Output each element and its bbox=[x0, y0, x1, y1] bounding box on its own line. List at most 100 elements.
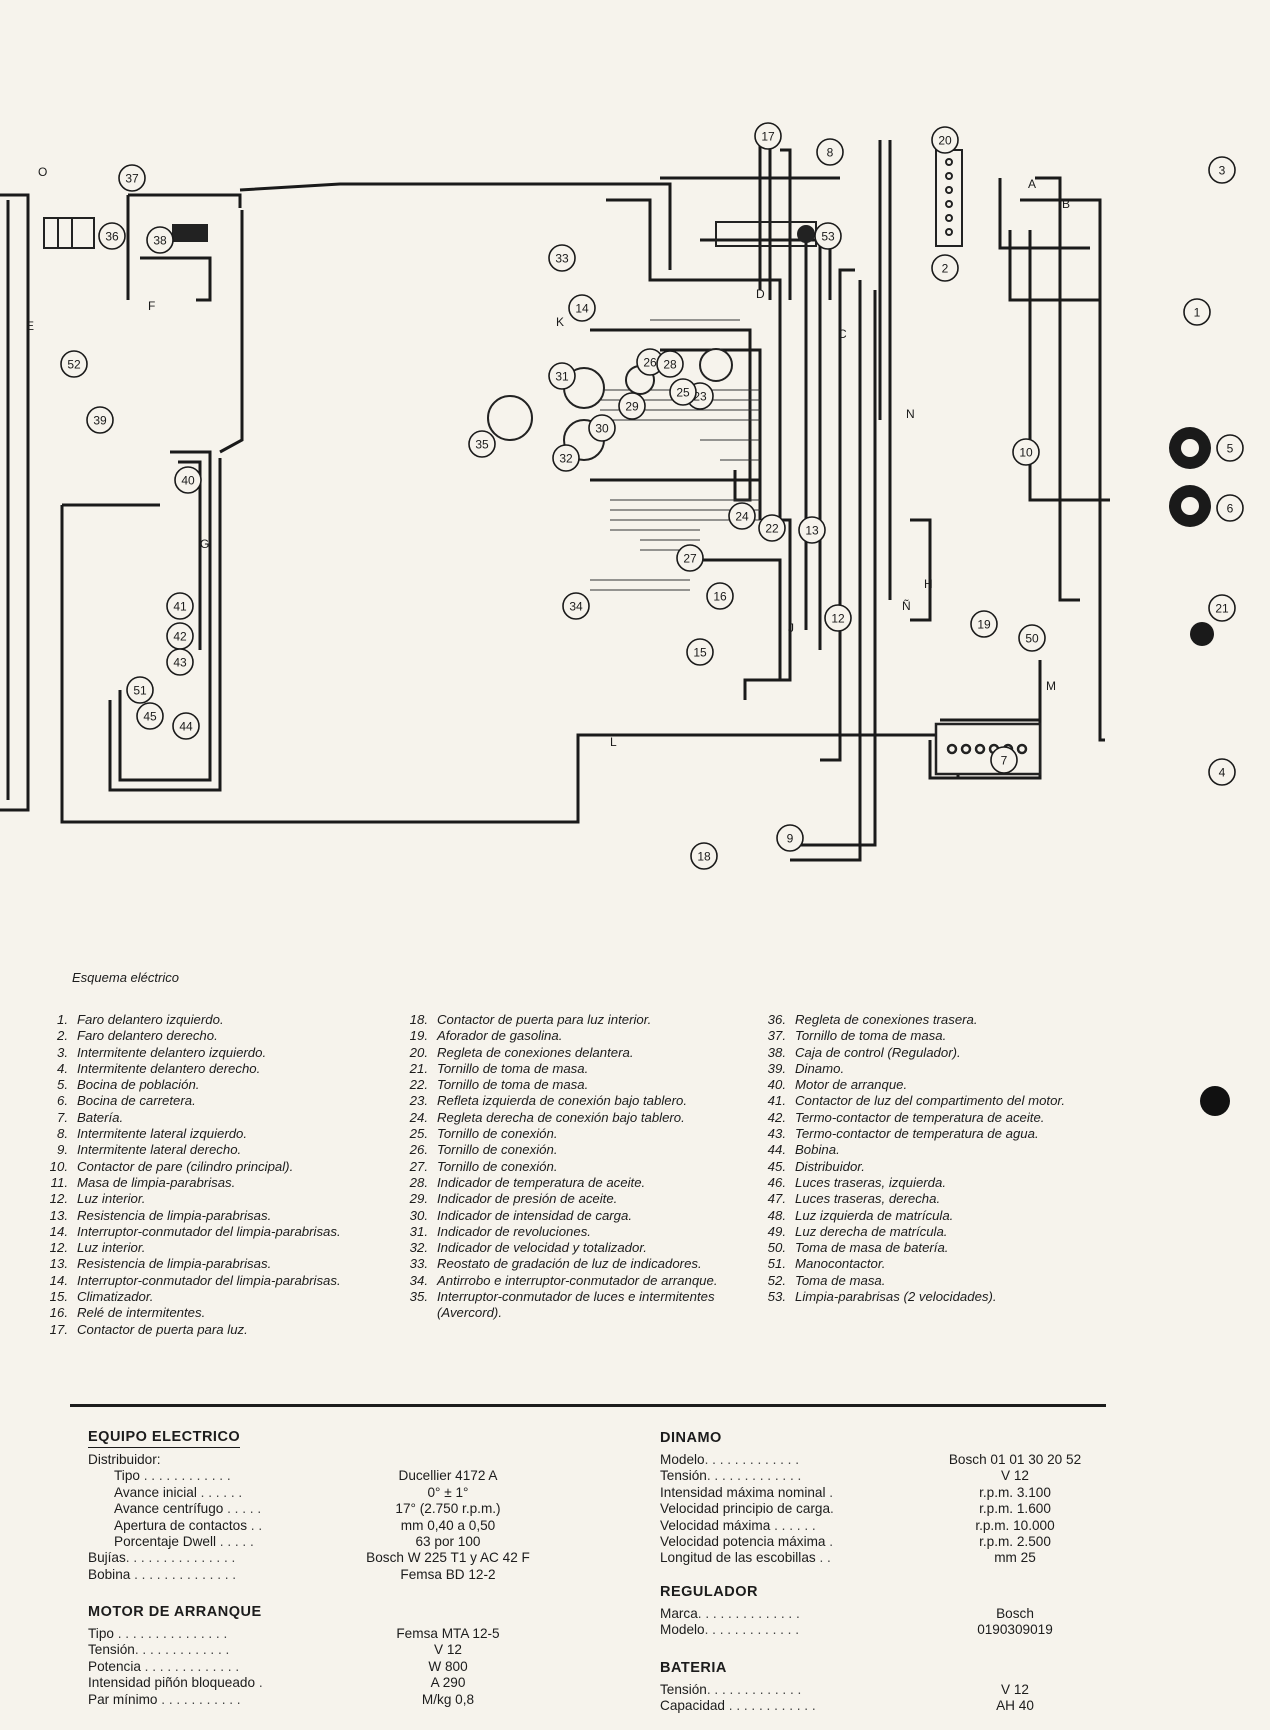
legend-text: Dinamo. bbox=[795, 1060, 845, 1076]
spec-row: Porcentaje Dwell . . . . .63 por 100 bbox=[88, 1534, 648, 1550]
legend-number: 19. bbox=[409, 1028, 428, 1044]
callout-circle bbox=[618, 392, 646, 420]
legend-text: Regleta de conexiones delantera. bbox=[437, 1044, 634, 1060]
legend-item: 7.Batería. bbox=[32, 1110, 402, 1126]
legend-item: 46.Luces traseras, izquierda. bbox=[750, 1175, 1110, 1191]
legend-item: 5.Bocina de población. bbox=[32, 1077, 402, 1093]
callout-number: 32 bbox=[559, 452, 573, 466]
legend-number: 24. bbox=[409, 1109, 428, 1125]
legend-text: Regleta derecha de conexión bajo tablero… bbox=[437, 1109, 685, 1125]
callout-circle bbox=[1018, 624, 1046, 652]
callout-number: 38 bbox=[153, 234, 167, 248]
legend-text: Tornillo de toma de masa. bbox=[795, 1028, 947, 1044]
spec-label-text: Capacidad bbox=[660, 1698, 725, 1714]
spec-label: Par mínimo . . . . . . . . . . . bbox=[88, 1692, 241, 1708]
legend-item: 50.Toma de masa de batería. bbox=[750, 1240, 1110, 1256]
callout-circle bbox=[136, 702, 164, 730]
wire-letter: M bbox=[1046, 679, 1056, 693]
spec-label: Capacidad . . . . . . . . . . . . bbox=[660, 1698, 816, 1714]
legend-item: 39.Dinamo. bbox=[750, 1061, 1110, 1077]
legend-item: 13.Resistencia de limpia-parabrisas. bbox=[32, 1256, 402, 1272]
callout-circle bbox=[686, 638, 714, 666]
callout-number: 20 bbox=[938, 134, 952, 148]
horns bbox=[1169, 427, 1214, 646]
legend-text: Intermitente lateral izquierdo. bbox=[77, 1126, 248, 1142]
spec-label-text: Avance centrífugo bbox=[114, 1501, 224, 1517]
legend-text: Motor de arranque. bbox=[795, 1077, 908, 1093]
spec-label: Bujías. . . . . . . . . . . . . . . bbox=[88, 1550, 235, 1566]
callout-circle bbox=[588, 414, 616, 442]
legend-text: Indicador de presión de aceite. bbox=[437, 1191, 618, 1207]
legend-text: Indicador de revoluciones. bbox=[437, 1223, 591, 1239]
callout-number: 40 bbox=[181, 474, 195, 488]
spec-row: Tipo . . . . . . . . . . . .Ducellier 41… bbox=[88, 1468, 648, 1484]
legend-text: Masa de limpia-parabrisas. bbox=[77, 1174, 236, 1190]
spec-value: 63 por 100 bbox=[415, 1533, 481, 1549]
legend-text: Luz derecha de matrícula. bbox=[795, 1223, 948, 1239]
spec-label-text: Tensión bbox=[660, 1468, 707, 1484]
spec-value: Bosch W 225 T1 y AC 42 F bbox=[366, 1550, 530, 1566]
spec-value: A 290 bbox=[430, 1675, 466, 1691]
legend-item: 32.Indicador de velocidad y totalizador. bbox=[392, 1240, 742, 1256]
callout-circle bbox=[669, 378, 697, 406]
spec-row: Capacidad . . . . . . . . . . . .AH 40 bbox=[660, 1698, 1120, 1714]
callout-number: 34 bbox=[569, 600, 583, 614]
wiper-motor bbox=[715, 221, 817, 247]
spec-leader-dots: . bbox=[825, 1484, 834, 1500]
legend-number: 47. bbox=[767, 1191, 786, 1207]
legend-item: 28.Indicador de temperatura de aceite. bbox=[392, 1175, 742, 1191]
legend-item: 23.Refleta izquierda de conexión bajo ta… bbox=[392, 1093, 742, 1109]
regulador-specs: REGULADOR Marca. . . . . . . . . . . . .… bbox=[660, 1584, 1120, 1639]
legend-item: 6.Bocina de carretera. bbox=[32, 1093, 402, 1109]
component-callouts: 1234567891012131415161718192021222324252… bbox=[60, 122, 1244, 870]
legend-text: Refleta izquierda de conexión bajo table… bbox=[437, 1093, 687, 1109]
legend-number: 42. bbox=[767, 1109, 786, 1125]
legend-text: Manocontactor. bbox=[795, 1256, 886, 1272]
callout-number: 28 bbox=[663, 358, 677, 372]
legend-text: Bocina de carretera. bbox=[77, 1093, 196, 1109]
spec-label: Intensidad máxima nominal . bbox=[660, 1485, 833, 1501]
spec-label: Tensión. . . . . . . . . . . . . bbox=[660, 1682, 801, 1698]
diagram-caption: Esquema eléctrico bbox=[72, 970, 179, 985]
callout-number: 36 bbox=[105, 230, 119, 244]
legend-number: 52. bbox=[767, 1272, 786, 1288]
legend-number: 10. bbox=[49, 1158, 68, 1174]
legend-item: 13.Resistencia de limpia-parabrisas. bbox=[32, 1208, 402, 1224]
legend-number: 13. bbox=[49, 1256, 68, 1272]
wire-letter: K bbox=[556, 315, 564, 329]
callout-circle bbox=[1208, 156, 1236, 184]
callout-number: 31 bbox=[555, 370, 569, 384]
legend-text: Interruptor-conmutador del limpia-parabr… bbox=[77, 1223, 341, 1239]
legend-number: 27. bbox=[409, 1158, 428, 1174]
callout-number: 26 bbox=[643, 356, 657, 370]
callout-number: 45 bbox=[143, 710, 157, 724]
wire-letter: C bbox=[838, 327, 847, 341]
spec-leader-dots: . . bbox=[815, 1550, 831, 1566]
spec-leader-dots: . . . . . bbox=[223, 1501, 262, 1517]
spec-row: Par mínimo . . . . . . . . . . .M/kg 0,8 bbox=[88, 1692, 648, 1708]
legend-number: 43. bbox=[767, 1126, 786, 1142]
legend-number: 33. bbox=[409, 1256, 428, 1272]
motor-title: MOTOR DE ARRANQUE bbox=[88, 1604, 262, 1620]
callout-number: 12 bbox=[831, 612, 845, 626]
spec-value: 0° ± 1° bbox=[427, 1484, 469, 1500]
spec-row: Avance centrífugo . . . . .17° (2.750 r.… bbox=[88, 1501, 648, 1517]
spec-row: Potencia . . . . . . . . . . . . .W 800 bbox=[88, 1659, 648, 1675]
legend-text: Relé de intermitentes. bbox=[77, 1305, 206, 1321]
legend-number: 21. bbox=[409, 1060, 428, 1076]
callout-circle bbox=[548, 244, 576, 272]
callout-number: 35 bbox=[475, 438, 489, 452]
legend-item: 35.Interruptor-conmutador de luces e int… bbox=[392, 1289, 742, 1322]
spec-label: Velocidad potencia máxima . bbox=[660, 1534, 833, 1550]
spec-leader-dots: . . . . . . . . . . . . . bbox=[706, 1468, 802, 1484]
legend-item: 30.Indicador de intensidad de carga. bbox=[392, 1208, 742, 1224]
wire-harness bbox=[0, 140, 1110, 862]
callout-circle bbox=[970, 610, 998, 638]
callout-number: 29 bbox=[625, 400, 639, 414]
callout-number: 15 bbox=[693, 646, 707, 660]
wire-letter: B bbox=[1062, 197, 1070, 211]
callout-circle bbox=[562, 592, 590, 620]
callout-number: 8 bbox=[827, 146, 834, 160]
